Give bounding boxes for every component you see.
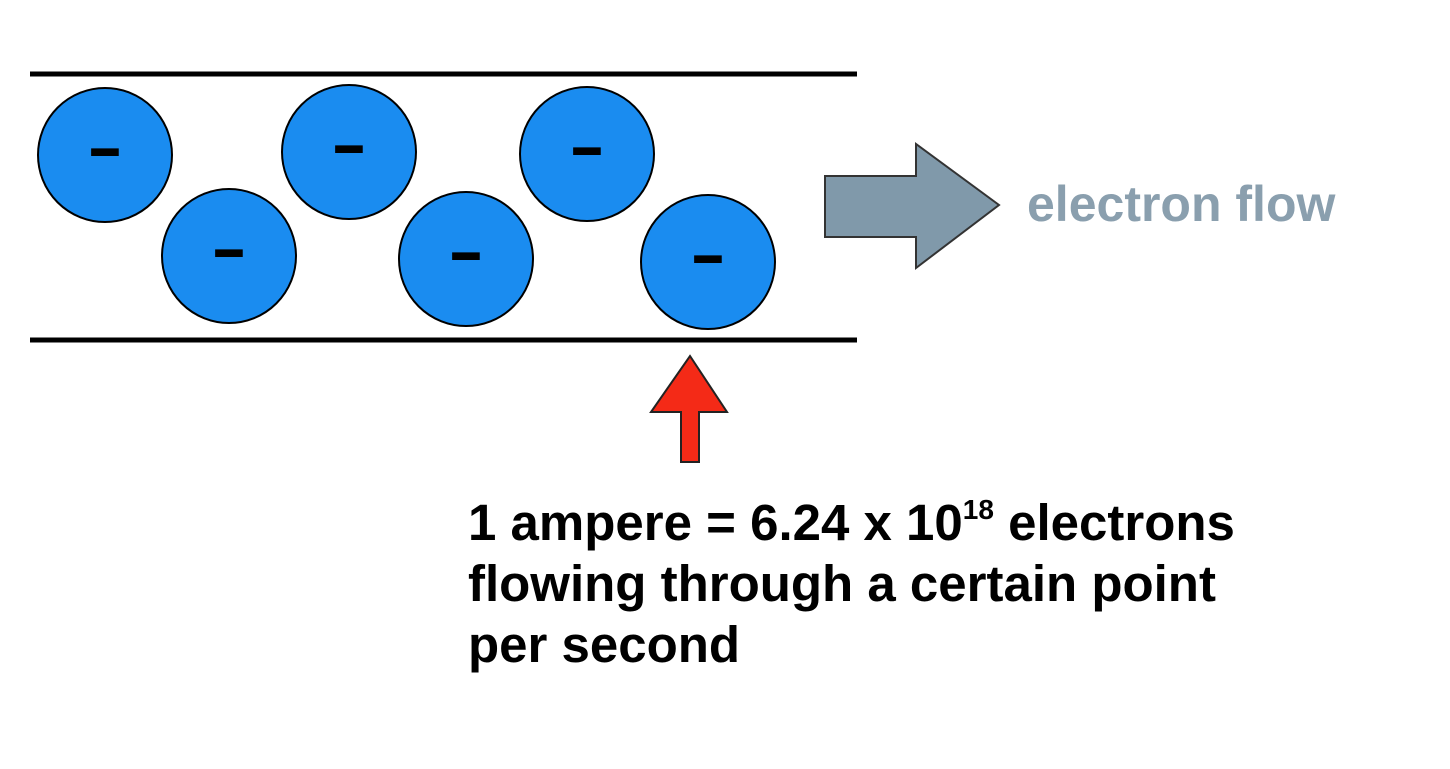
caption-line-1: 1 ampere = 6.24 x 1018 electrons <box>468 492 1428 553</box>
electron-flow-label: electron flow <box>1027 176 1336 232</box>
electron-circle <box>281 84 417 220</box>
electron: - <box>161 188 297 324</box>
negative-charge-symbol: - <box>87 111 123 183</box>
caption-exponent: 18 <box>962 494 994 525</box>
negative-charge-symbol: - <box>331 108 367 180</box>
ampere-definition-caption: 1 ampere = 6.24 x 1018 electrons flowing… <box>468 492 1428 675</box>
negative-charge-symbol: - <box>569 110 605 182</box>
electron-circle <box>37 87 173 223</box>
electron-circle <box>398 191 534 327</box>
negative-charge-symbol: - <box>690 218 726 290</box>
electron-circle <box>640 194 776 330</box>
electron: - <box>640 194 776 330</box>
electron-circle <box>519 86 655 222</box>
electron: - <box>398 191 534 327</box>
negative-charge-symbol: - <box>448 215 484 287</box>
electron: - <box>519 86 655 222</box>
point-marker-arrow-icon <box>649 354 729 463</box>
caption-line-3: per second <box>468 616 741 673</box>
caption-line-2: flowing through a certain point <box>468 555 1216 612</box>
negative-charge-symbol: - <box>211 212 247 284</box>
electron: - <box>281 84 417 220</box>
flow-arrow-icon <box>824 142 1001 271</box>
electron: - <box>37 87 173 223</box>
caption-line-1-prefix: 1 ampere = 6.24 x 10 <box>468 494 963 551</box>
electron-group: - - - - - - <box>37 84 776 330</box>
electron-circle <box>161 188 297 324</box>
caption-line-1-suffix: electrons <box>993 494 1235 551</box>
